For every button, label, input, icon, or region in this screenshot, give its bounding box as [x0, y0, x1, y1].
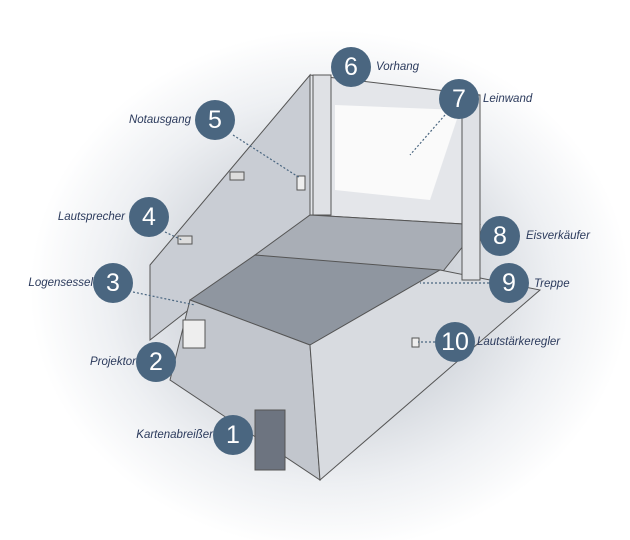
marker-number: 4	[142, 202, 156, 231]
label-screen: Leinwand	[483, 93, 533, 105]
curtain-left	[312, 74, 332, 216]
marker-9[interactable]: 9	[489, 263, 529, 303]
label-ice-cream-seller: Eisverkäufer	[526, 230, 590, 242]
volume-control	[411, 337, 420, 348]
label-curtain: Vorhang	[376, 61, 420, 73]
label-speaker: Lautsprecher	[57, 211, 125, 223]
speaker-upper	[229, 171, 245, 181]
screen	[335, 105, 460, 200]
entrance-door	[254, 409, 286, 471]
marker-1[interactable]: 1	[213, 415, 253, 455]
label-stairs: Treppe	[534, 278, 570, 290]
label-volume-control: Lautstärkeregler	[477, 336, 561, 348]
marker-number: 5	[208, 105, 222, 134]
marker-number: 8	[493, 221, 507, 250]
marker-7[interactable]: 7	[439, 79, 479, 119]
emergency-exit-sign	[296, 175, 306, 191]
marker-4[interactable]: 4	[129, 197, 169, 237]
marker-number: 7	[452, 84, 466, 113]
label-ticket-taker: Kartenabreißer	[136, 429, 213, 441]
marker-3[interactable]: 3	[93, 263, 133, 303]
label-emergency-exit: Notausgang	[128, 114, 191, 126]
speaker-lower	[177, 235, 193, 245]
curtain-right	[461, 94, 481, 281]
label-projector: Projektor	[89, 356, 136, 368]
leader-lines	[132, 114, 489, 343]
marker-number: 1	[226, 420, 240, 449]
projector	[182, 319, 206, 349]
marker-number: 6	[344, 52, 358, 81]
marker-2[interactable]: 2	[136, 342, 176, 382]
marker-6[interactable]: 6	[331, 47, 371, 87]
marker-5[interactable]: 5	[195, 100, 235, 140]
right-floor	[309, 269, 542, 482]
marker-number: 2	[149, 347, 163, 376]
marker-8[interactable]: 8	[480, 216, 520, 256]
marker-number: 9	[502, 268, 516, 297]
marker-number: 10	[441, 327, 469, 356]
label-box-seats: Logensessel	[28, 277, 93, 289]
marker-number: 3	[106, 268, 120, 297]
marker-10[interactable]: 10	[435, 322, 475, 362]
